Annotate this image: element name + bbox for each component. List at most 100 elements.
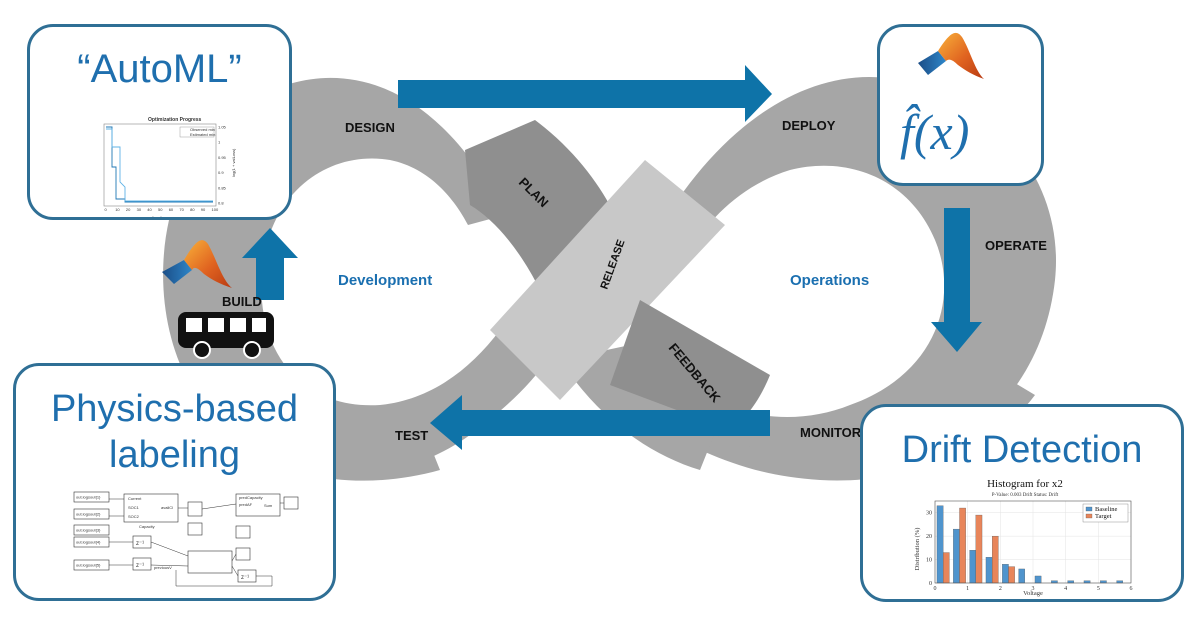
plot-xtick-label: 50	[158, 207, 163, 212]
histogram-subtitle: P-Value: 0.003 Drift Status: Drift	[992, 493, 1059, 498]
operations-label: Operations	[790, 272, 869, 289]
automl-title: “AutoML”	[77, 47, 242, 91]
drift-histogram: Histogram for x2 P-Value: 0.003 Drift St…	[914, 478, 1133, 597]
loop-lower-left-cross	[560, 345, 720, 470]
bar-target	[1008, 566, 1015, 584]
estimated-min-line	[106, 128, 213, 202]
capacity-block	[123, 493, 179, 523]
plot-xtick-label: 100	[212, 207, 219, 212]
stage-deploy: DEPLOY	[782, 118, 836, 133]
plot-xtick-label: 40	[147, 207, 152, 212]
physics-title-line1: Physics-based	[50, 388, 299, 430]
bar-baseline	[1100, 580, 1107, 584]
capacity-port-soc1: SOC1	[128, 505, 140, 510]
plot-xtick-label: 20	[126, 207, 131, 212]
x-tick-label: 2	[999, 586, 1002, 592]
operate-down-arrow	[931, 208, 982, 352]
delay-label-3: z⁻¹	[241, 575, 249, 581]
legend-label-baseline: Baseline	[1095, 506, 1117, 513]
plot-ytick-label: 1.05	[218, 125, 227, 130]
matlab-logo-deploy	[918, 32, 984, 79]
input-block-label: out.logsout{3}	[76, 528, 101, 533]
plot-ylabel: log(1 + valLoss)	[231, 148, 236, 177]
release-segment	[490, 160, 725, 400]
plot-xtick-label: 60	[169, 207, 174, 212]
input-block-label: out.logsout{1}	[76, 495, 101, 500]
bar-baseline	[936, 505, 944, 584]
output-block-3	[235, 547, 251, 561]
delay-label-2: z⁻¹	[136, 563, 144, 569]
automl-panel: “AutoML” Optimization Progress Observed …	[27, 24, 292, 220]
stage-design: DESIGN	[345, 120, 395, 135]
simulink-diagram: out.logsout{1} out.logsout{2} out.logsout{…	[73, 491, 299, 587]
plot-xtick-label: 10	[115, 207, 120, 212]
development-label: Development	[338, 272, 432, 289]
design-to-deploy-arrow	[398, 65, 772, 122]
flow-arrows	[242, 65, 982, 450]
y-tick-label: 30	[926, 511, 932, 517]
histogram-ylabel: Distribution (%)	[914, 528, 921, 571]
plot-ytick-label: 0.9	[218, 170, 224, 175]
bus-icon	[178, 312, 274, 359]
sum-label: Sum	[264, 503, 273, 508]
stage-test: TEST	[395, 428, 428, 443]
y-tick-label: 10	[926, 558, 932, 564]
plot-xtick-label: 80	[190, 207, 195, 212]
bar-baseline	[1051, 580, 1058, 584]
optimization-progress-plot: Optimization Progress Observed min Estim…	[103, 117, 236, 220]
legend-label-target: Target	[1095, 513, 1112, 520]
feedback-segment	[610, 300, 770, 430]
bar-baseline	[1002, 564, 1009, 584]
bar-target	[975, 514, 983, 584]
plot-ytick-label: 0.95	[218, 155, 227, 160]
histogram-xlabel: Voltage	[1023, 590, 1043, 597]
annotation-predcapacity: predCapacity	[239, 495, 263, 500]
plot-axes	[103, 123, 217, 207]
plot-xtick-label: 0	[105, 207, 108, 212]
histogram-title: Histogram for x2	[987, 478, 1063, 490]
output-block-1	[283, 496, 299, 510]
plot-xtick-label: 90	[201, 207, 206, 212]
drift-detection-panel: Drift Detection Histogram for x2 P-Value…	[860, 404, 1184, 602]
legend-swatch-target	[1085, 513, 1093, 519]
x-tick-label: 1	[966, 586, 969, 592]
optimization-plot-title: Optimization Progress	[148, 117, 202, 123]
bar-target	[943, 552, 950, 584]
y-tick-label: 0	[929, 581, 932, 587]
bar-baseline	[1083, 580, 1091, 584]
x-tick-label: 5	[1097, 586, 1100, 592]
legend-box	[1082, 503, 1129, 523]
capacity-label: Capacity	[139, 524, 155, 529]
drift-title: Drift Detection	[901, 429, 1143, 471]
gain-block-1	[187, 501, 203, 517]
stage-build: BUILD	[222, 294, 262, 309]
bar-baseline	[953, 528, 960, 584]
build-up-arrow	[242, 228, 298, 300]
histogram-axes-frame	[934, 500, 1132, 584]
delay-label-1: z⁻¹	[136, 541, 144, 547]
sum-block	[235, 493, 281, 517]
physics-labeling-panel: Physics-based labeling out.logsout{1}out…	[13, 363, 336, 601]
simulink-input-blocks: out.logsout{1} out.logsout{2} out.logsout{…	[73, 491, 110, 571]
capacity-port-soc2: SOC2	[128, 514, 140, 519]
input-block	[73, 508, 110, 520]
plot-xlabel: Iteration	[152, 215, 166, 220]
bar-target	[992, 535, 999, 584]
matlab-logo-build	[162, 240, 232, 288]
input-block-label: out.logsout{2}	[76, 512, 101, 517]
deploy-formula: f̂(x)	[900, 103, 969, 160]
delay-block-2	[132, 557, 152, 571]
capacity-port-current: Current	[128, 496, 142, 501]
stage-operate: OPERATE	[985, 238, 1047, 253]
histogram-bars	[936, 505, 1123, 584]
deploy-panel-art: f̂(x)	[900, 32, 984, 160]
annotation-predaf: predAF	[239, 502, 253, 507]
output-block-2	[235, 525, 251, 539]
matlab-function-block	[187, 550, 233, 574]
plot-ytick-label: 0.8	[218, 201, 224, 206]
